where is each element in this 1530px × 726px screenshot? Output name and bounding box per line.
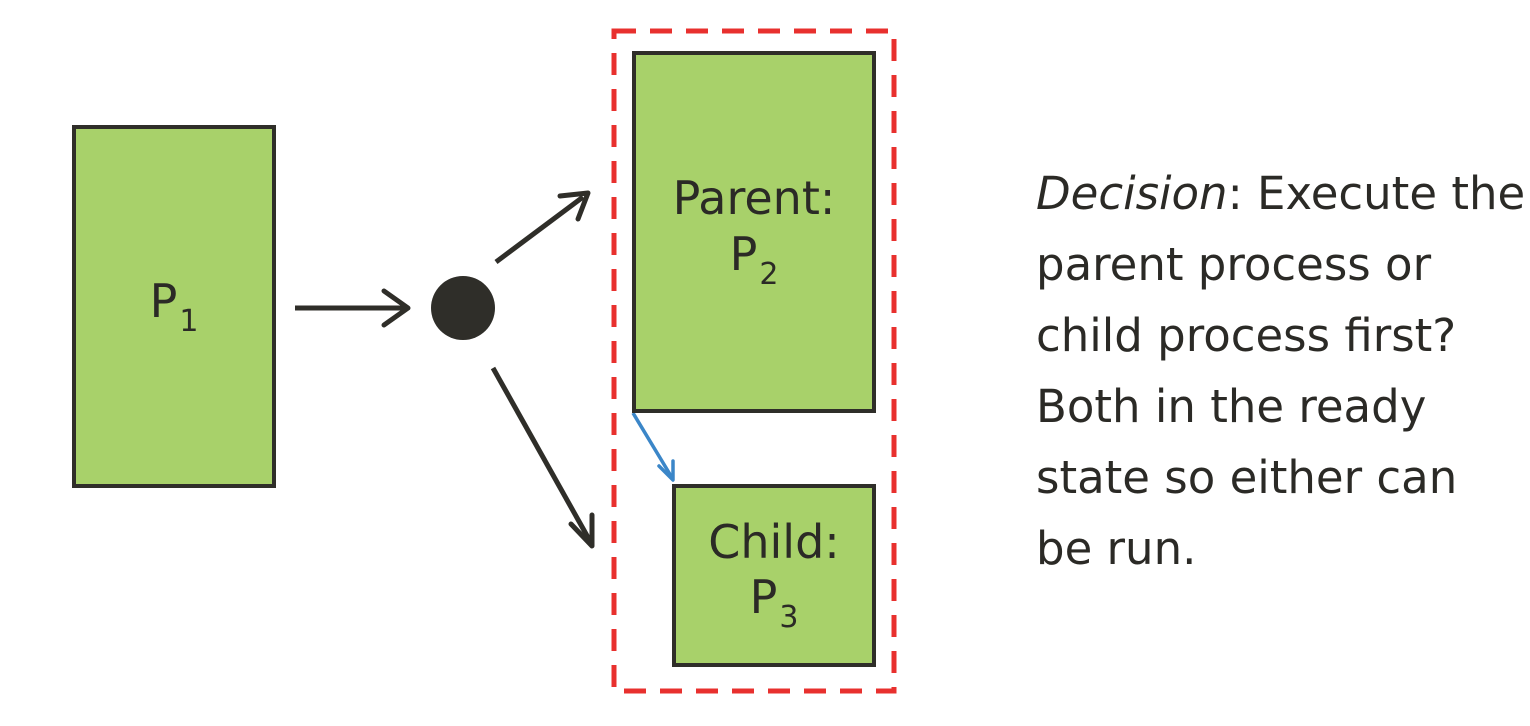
fork-to-child-arrow	[490, 366, 595, 549]
decision-term: Decision	[1036, 167, 1228, 220]
parent-title: Parent:	[672, 171, 836, 226]
fork-to-parent-arrow	[494, 190, 591, 265]
parent-process-box: Parent: P2	[632, 51, 876, 413]
parent-label: P2	[729, 226, 779, 292]
p1-label: P1	[149, 273, 199, 339]
decision-text: Decision: Execute the parent process or …	[1036, 158, 1526, 584]
fork-point	[431, 276, 495, 340]
parent-to-child-arrow	[631, 412, 675, 482]
p1-to-fork-arrow	[295, 288, 411, 328]
process-p1-box: P1	[72, 125, 276, 488]
child-label: P3	[749, 570, 799, 636]
process-group-outline	[611, 28, 897, 694]
child-title: Child:	[708, 514, 840, 569]
decision-body: : Execute the parent process or child pr…	[1036, 167, 1526, 575]
child-process-box: Child: P3	[672, 484, 876, 667]
